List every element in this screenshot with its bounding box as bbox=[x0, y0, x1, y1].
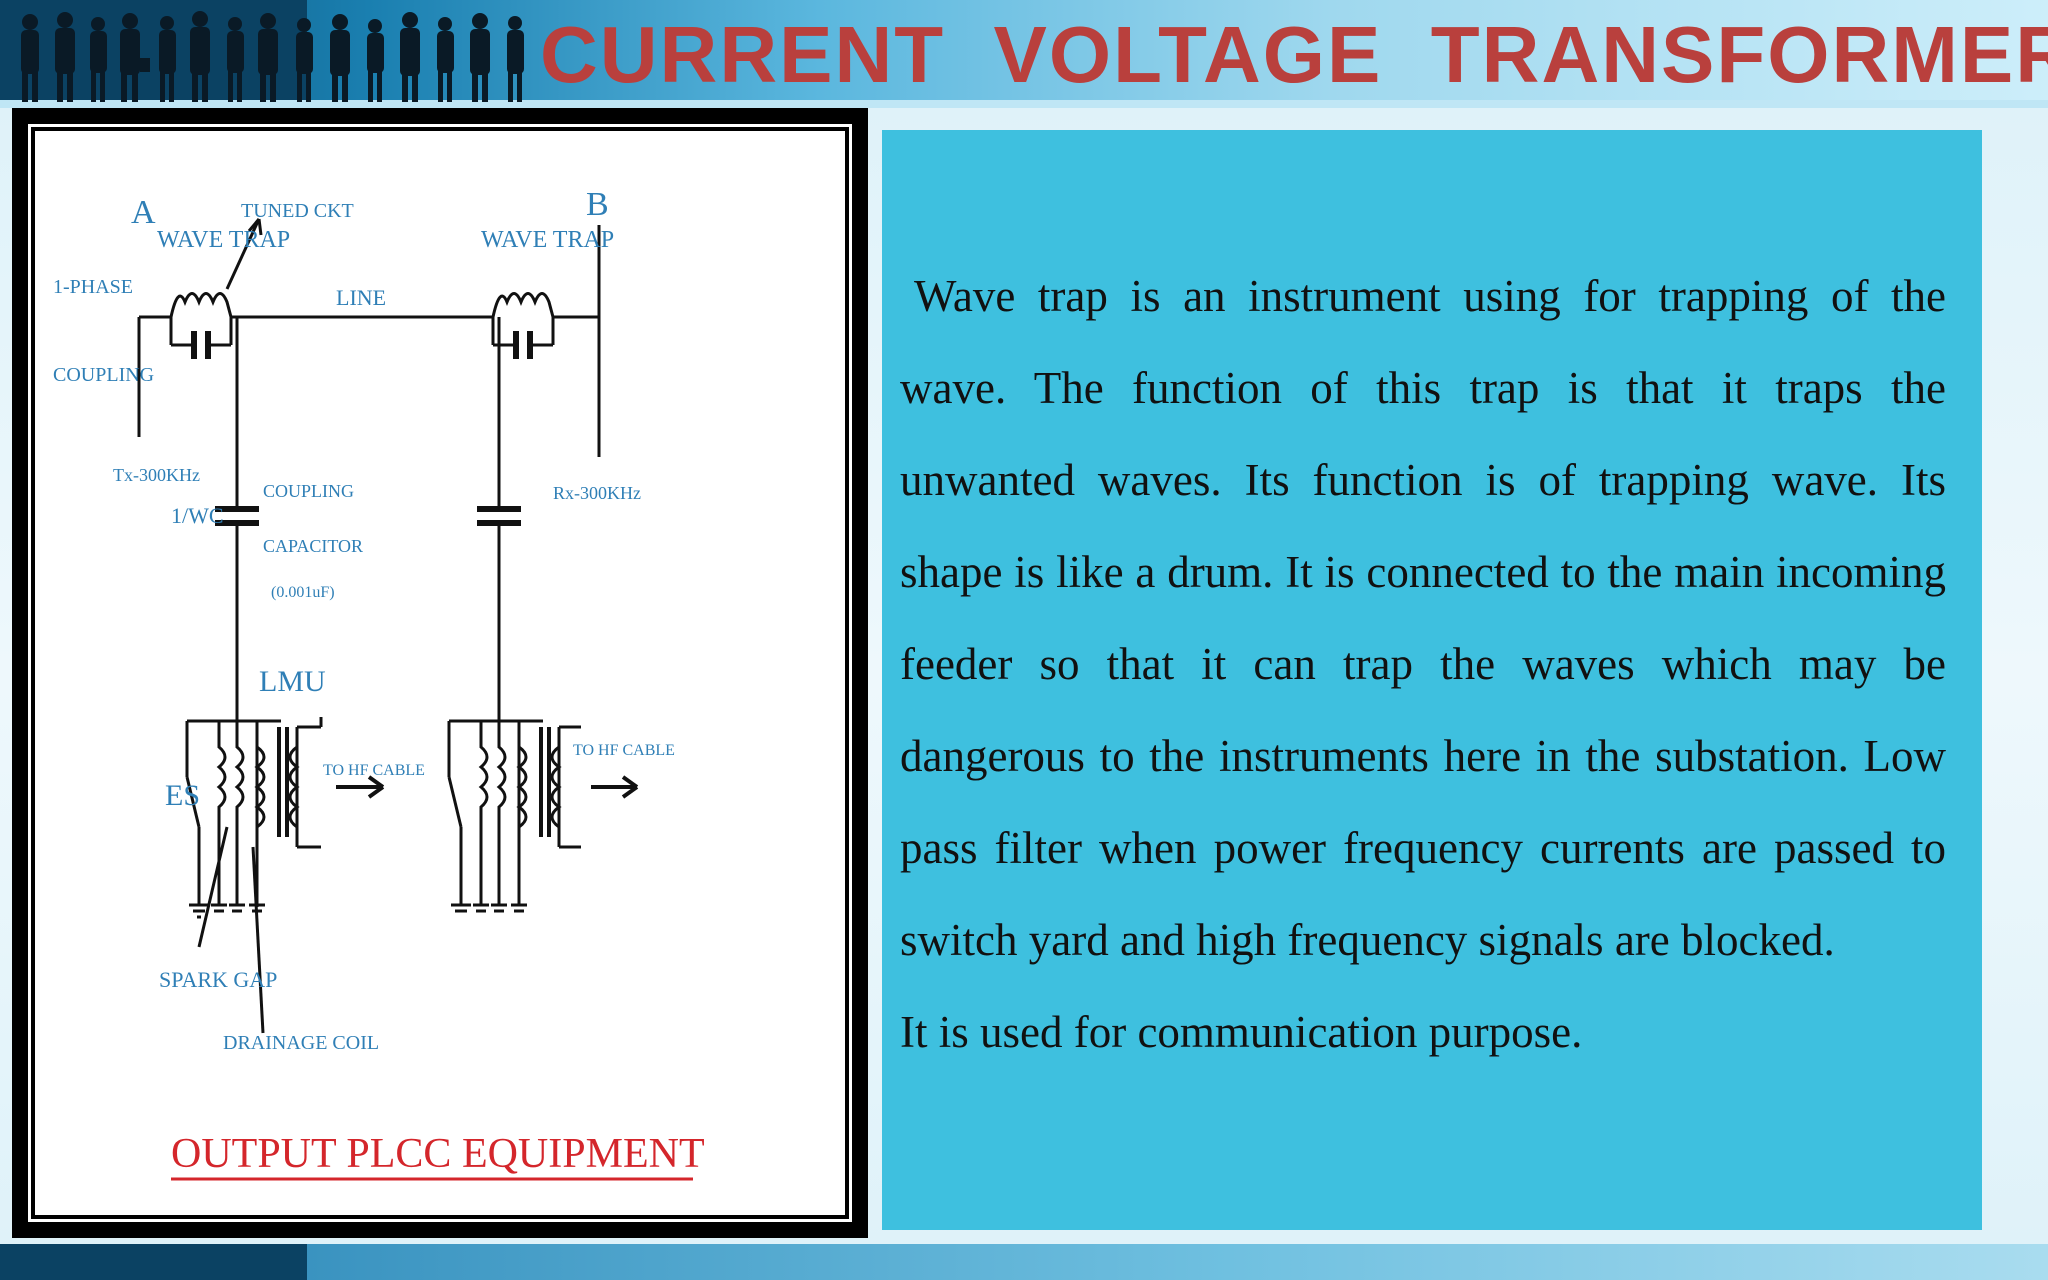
plcc-circuit-diagram: A B WAVE TRAP TUNED CKT WAVE TRAP 1-PHAS… bbox=[53, 186, 705, 1181]
coupling-cap-label: COUPLING bbox=[263, 481, 354, 501]
wave-trap-right-coil bbox=[491, 292, 555, 318]
one-wc-label: 1/WC bbox=[171, 503, 224, 528]
rx-label: Rx-300KHz bbox=[553, 483, 641, 503]
tx-label: Tx-300KHz bbox=[113, 465, 200, 485]
closing-sentence: It is used for communication purpose. bbox=[900, 1007, 1583, 1057]
header-strip bbox=[0, 100, 2048, 108]
to-hf-cable-right-label: TO HF CABLE bbox=[573, 742, 675, 759]
capacitor-label: CAPACITOR bbox=[263, 536, 363, 556]
description-panel: Wave trap is an instrument using for tra… bbox=[882, 130, 1982, 1230]
tuned-ckt-label: TUNED CKT bbox=[241, 200, 354, 222]
header-dark-block bbox=[0, 0, 307, 105]
plcc-diagram: A B WAVE TRAP TUNED CKT WAVE TRAP 1-PHAS… bbox=[28, 124, 852, 1222]
spark-gap-label: SPARK GAP bbox=[159, 967, 277, 992]
one-phase-label: 1-PHASE bbox=[53, 276, 133, 298]
node-a-label: A bbox=[131, 194, 156, 231]
wave-trap-right-label: WAVE TRAP bbox=[481, 227, 614, 253]
wave-trap-left-coil bbox=[169, 292, 233, 318]
plcc-diagram-frame: A B WAVE TRAP TUNED CKT WAVE TRAP 1-PHAS… bbox=[12, 108, 868, 1238]
cap-value-label: (0.001uF) bbox=[271, 584, 335, 601]
lmu-label: LMU bbox=[259, 665, 326, 698]
people-silhouettes-graphic bbox=[21, 11, 524, 102]
line-label: LINE bbox=[336, 285, 386, 310]
footer-band bbox=[0, 1244, 2048, 1280]
es-label: ES bbox=[165, 779, 200, 812]
to-hf-cable-left-label: TO HF CABLE bbox=[323, 762, 425, 779]
diagram-caption: OUTPUT PLCC EQUIPMENT bbox=[171, 1131, 705, 1177]
coupling-left-label: COUPLING bbox=[53, 364, 154, 386]
wave-trap-left-label: WAVE TRAP bbox=[157, 227, 290, 253]
node-b-label: B bbox=[586, 186, 609, 223]
description-paragraph: Wave trap is an instrument using for tra… bbox=[900, 271, 1946, 965]
page-title: CURRENT VOLTAGE TRANSFORMER bbox=[540, 10, 2048, 99]
drainage-coil-label: DRAINAGE COIL bbox=[223, 1032, 379, 1054]
